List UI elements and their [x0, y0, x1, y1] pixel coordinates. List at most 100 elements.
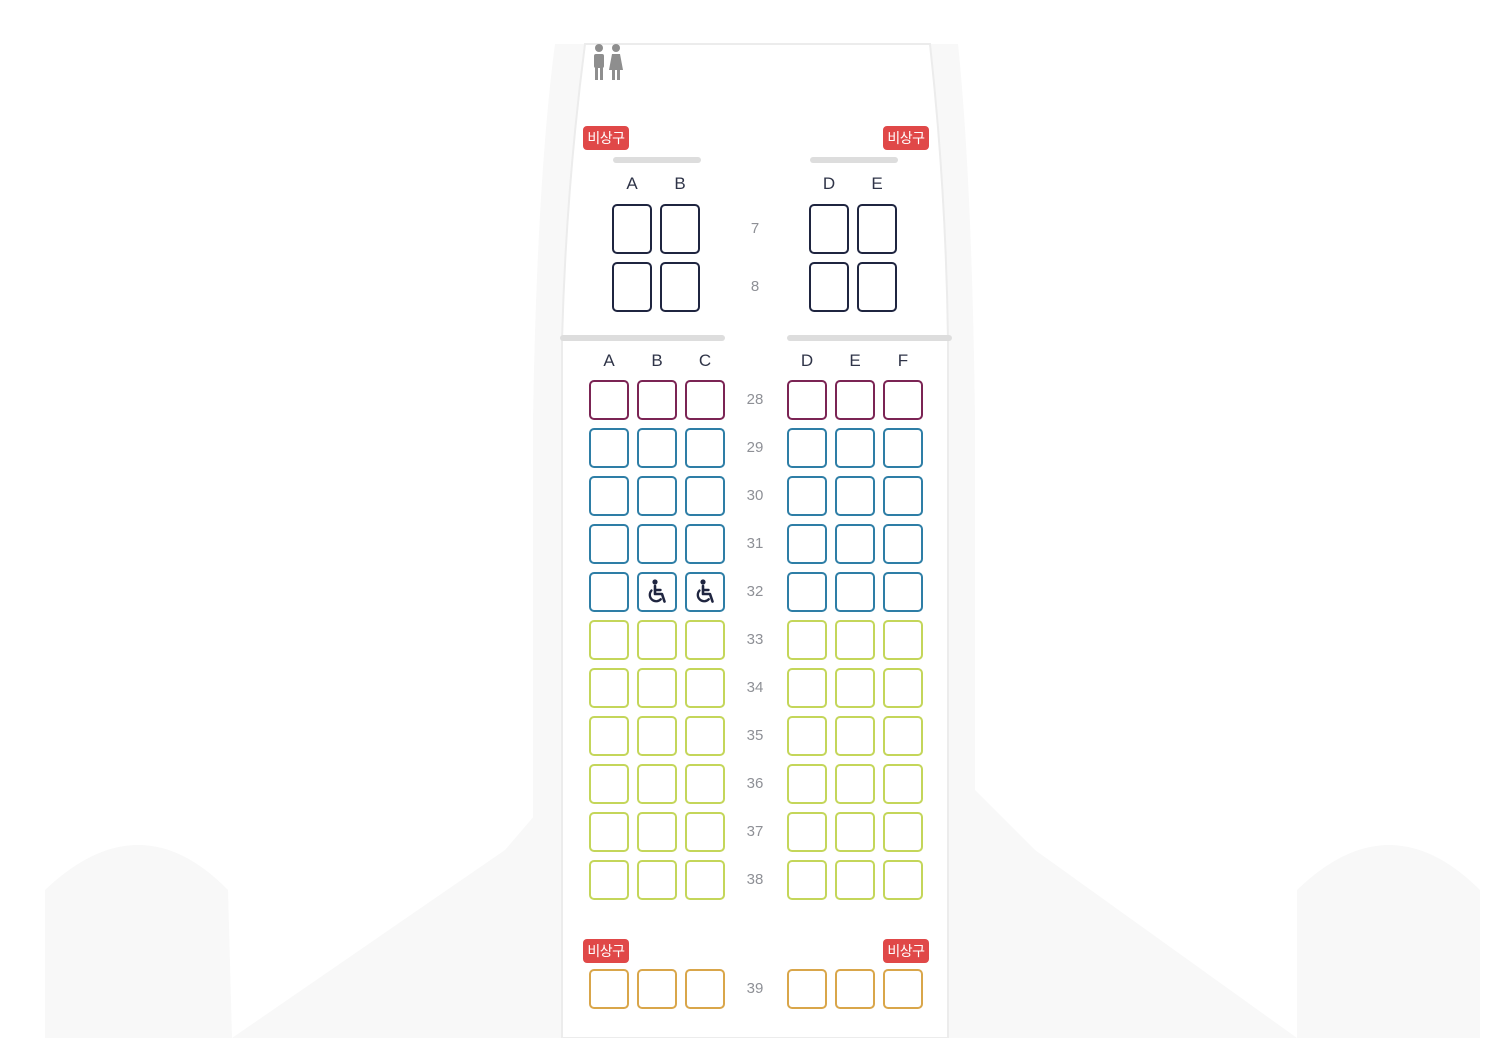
- wheelchair-icon: [693, 579, 717, 605]
- seat-37f[interactable]: [883, 812, 923, 852]
- seat-38f[interactable]: [883, 860, 923, 900]
- seat-36e[interactable]: [835, 764, 875, 804]
- seat-32d[interactable]: [787, 572, 827, 612]
- seat-37d[interactable]: [787, 812, 827, 852]
- seat-7e[interactable]: [857, 204, 897, 254]
- seat-28d[interactable]: [787, 380, 827, 420]
- seat-29d[interactable]: [787, 428, 827, 468]
- seat-38c[interactable]: [685, 860, 725, 900]
- seat-32c[interactable]: [685, 572, 725, 612]
- seat-39c[interactable]: [685, 969, 725, 1009]
- seat-32b[interactable]: [637, 572, 677, 612]
- seat-34d[interactable]: [787, 668, 827, 708]
- seat-31f[interactable]: [883, 524, 923, 564]
- row-number-39: 39: [746, 980, 764, 997]
- right-wing: [1297, 845, 1480, 1038]
- seat-36c[interactable]: [685, 764, 725, 804]
- seat-30e[interactable]: [835, 476, 875, 516]
- first-column-label-d: D: [822, 174, 836, 193]
- seat-28a[interactable]: [589, 380, 629, 420]
- seat-28c[interactable]: [685, 380, 725, 420]
- seat-35b[interactable]: [637, 716, 677, 756]
- seat-7b[interactable]: [660, 204, 700, 254]
- seat-35e[interactable]: [835, 716, 875, 756]
- seat-35a[interactable]: [589, 716, 629, 756]
- seat-33e[interactable]: [835, 620, 875, 660]
- seat-37a[interactable]: [589, 812, 629, 852]
- seat-34a[interactable]: [589, 668, 629, 708]
- seat-33d[interactable]: [787, 620, 827, 660]
- seat-36d[interactable]: [787, 764, 827, 804]
- seat-8a[interactable]: [612, 262, 652, 312]
- seat-33f[interactable]: [883, 620, 923, 660]
- seat-38e[interactable]: [835, 860, 875, 900]
- seat-38d[interactable]: [787, 860, 827, 900]
- seat-36f[interactable]: [883, 764, 923, 804]
- row-number-38: 38: [746, 871, 764, 888]
- seat-30a[interactable]: [589, 476, 629, 516]
- row-number-7: 7: [750, 220, 760, 237]
- seat-28b[interactable]: [637, 380, 677, 420]
- seat-33c[interactable]: [685, 620, 725, 660]
- left-wing-root: [232, 815, 545, 1038]
- seat-7a[interactable]: [612, 204, 652, 254]
- first-cabin-divider-right: [810, 157, 898, 163]
- seat-34b[interactable]: [637, 668, 677, 708]
- wheelchair-icon: [645, 579, 669, 605]
- seat-8e[interactable]: [857, 262, 897, 312]
- seat-37e[interactable]: [835, 812, 875, 852]
- seat-31b[interactable]: [637, 524, 677, 564]
- seat-8d[interactable]: [809, 262, 849, 312]
- seat-28f[interactable]: [883, 380, 923, 420]
- seat-32e[interactable]: [835, 572, 875, 612]
- seat-36b[interactable]: [637, 764, 677, 804]
- seat-28e[interactable]: [835, 380, 875, 420]
- seat-29e[interactable]: [835, 428, 875, 468]
- exit-badge-front-left: 비상구: [583, 126, 629, 150]
- exit-badge-front-right: 비상구: [883, 126, 929, 150]
- economy-column-label-c: C: [698, 351, 712, 370]
- seat-34f[interactable]: [883, 668, 923, 708]
- seat-39e[interactable]: [835, 969, 875, 1009]
- row-number-33: 33: [746, 631, 764, 648]
- seat-34c[interactable]: [685, 668, 725, 708]
- seat-35f[interactable]: [883, 716, 923, 756]
- seat-33b[interactable]: [637, 620, 677, 660]
- right-wing-root: [965, 790, 1297, 1038]
- seat-32a[interactable]: [589, 572, 629, 612]
- seat-34e[interactable]: [835, 668, 875, 708]
- seat-35c[interactable]: [685, 716, 725, 756]
- seat-29b[interactable]: [637, 428, 677, 468]
- economy-column-label-e: E: [849, 351, 861, 370]
- seat-36a[interactable]: [589, 764, 629, 804]
- seat-37c[interactable]: [685, 812, 725, 852]
- row-number-34: 34: [746, 679, 764, 696]
- seat-31e[interactable]: [835, 524, 875, 564]
- seat-30d[interactable]: [787, 476, 827, 516]
- seat-30f[interactable]: [883, 476, 923, 516]
- seat-30c[interactable]: [685, 476, 725, 516]
- first-column-label-e: E: [871, 174, 883, 193]
- seat-33a[interactable]: [589, 620, 629, 660]
- row-number-8: 8: [750, 278, 760, 295]
- seat-29c[interactable]: [685, 428, 725, 468]
- seat-31d[interactable]: [787, 524, 827, 564]
- seat-29f[interactable]: [883, 428, 923, 468]
- seat-31c[interactable]: [685, 524, 725, 564]
- seat-29a[interactable]: [589, 428, 629, 468]
- seat-39a[interactable]: [589, 969, 629, 1009]
- seat-39b[interactable]: [637, 969, 677, 1009]
- seat-32f[interactable]: [883, 572, 923, 612]
- seat-39d[interactable]: [787, 969, 827, 1009]
- exit-badge-rear-right: 비상구: [883, 939, 929, 963]
- seat-38b[interactable]: [637, 860, 677, 900]
- seat-37b[interactable]: [637, 812, 677, 852]
- seat-31a[interactable]: [589, 524, 629, 564]
- seat-30b[interactable]: [637, 476, 677, 516]
- row-number-35: 35: [746, 727, 764, 744]
- seat-38a[interactable]: [589, 860, 629, 900]
- seat-7d[interactable]: [809, 204, 849, 254]
- seat-8b[interactable]: [660, 262, 700, 312]
- seat-35d[interactable]: [787, 716, 827, 756]
- seat-39f[interactable]: [883, 969, 923, 1009]
